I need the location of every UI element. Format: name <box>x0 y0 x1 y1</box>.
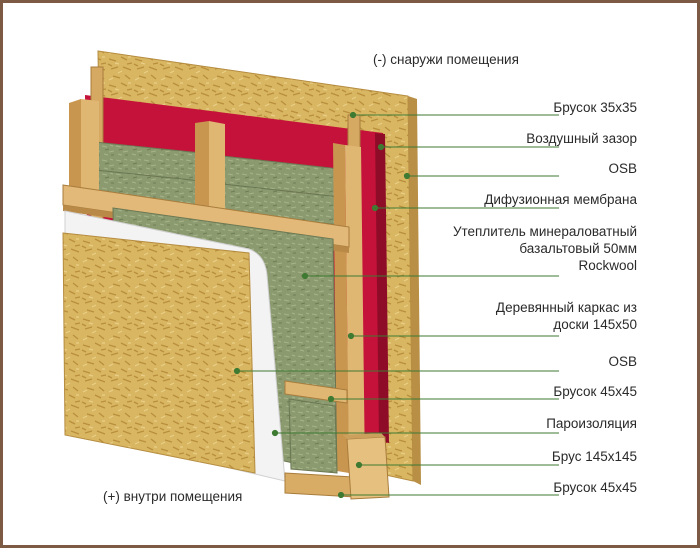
label-vapor-barrier: Пароизоляция <box>546 416 637 431</box>
label-diffusion-membrane: Дифузионная мембрана <box>484 192 637 207</box>
label-frame: Деревянный каркас из доски 145х50 <box>496 299 637 333</box>
label-osb-inner: OSB <box>608 354 637 369</box>
label-osb-outer: OSB <box>608 161 637 176</box>
osb-inner-sheet <box>62 232 256 474</box>
wall-cross-section-illustration <box>62 50 559 500</box>
label-brus-145: Брус 145х145 <box>551 449 637 464</box>
label-air-gap: Воздушный зазор <box>526 131 637 146</box>
outside-label: (-) снаружи помещения <box>373 52 519 67</box>
label-brusok-45-top: Брусок 45х45 <box>553 384 637 399</box>
beam-145 <box>284 433 390 500</box>
inside-label: (+) внутри помещения <box>103 489 243 504</box>
label-insulation-line-2: базальтовый 50мм <box>519 241 637 256</box>
label-frame-line-2: доски 145х50 <box>553 317 637 332</box>
label-brusok-35: Брусок 35х35 <box>553 100 637 115</box>
leader-lines <box>233 111 559 499</box>
label-insulation-line-1: Утеплитель минераловатный <box>452 224 637 239</box>
label-insulation: Утеплитель минераловатный базальтовый 50… <box>453 223 637 274</box>
label-brusok-45-bottom: Брусок 45х45 <box>553 480 637 495</box>
label-insulation-line-3: Rockwool <box>578 258 637 273</box>
label-frame-line-1: Деревянный каркас из <box>495 300 637 315</box>
